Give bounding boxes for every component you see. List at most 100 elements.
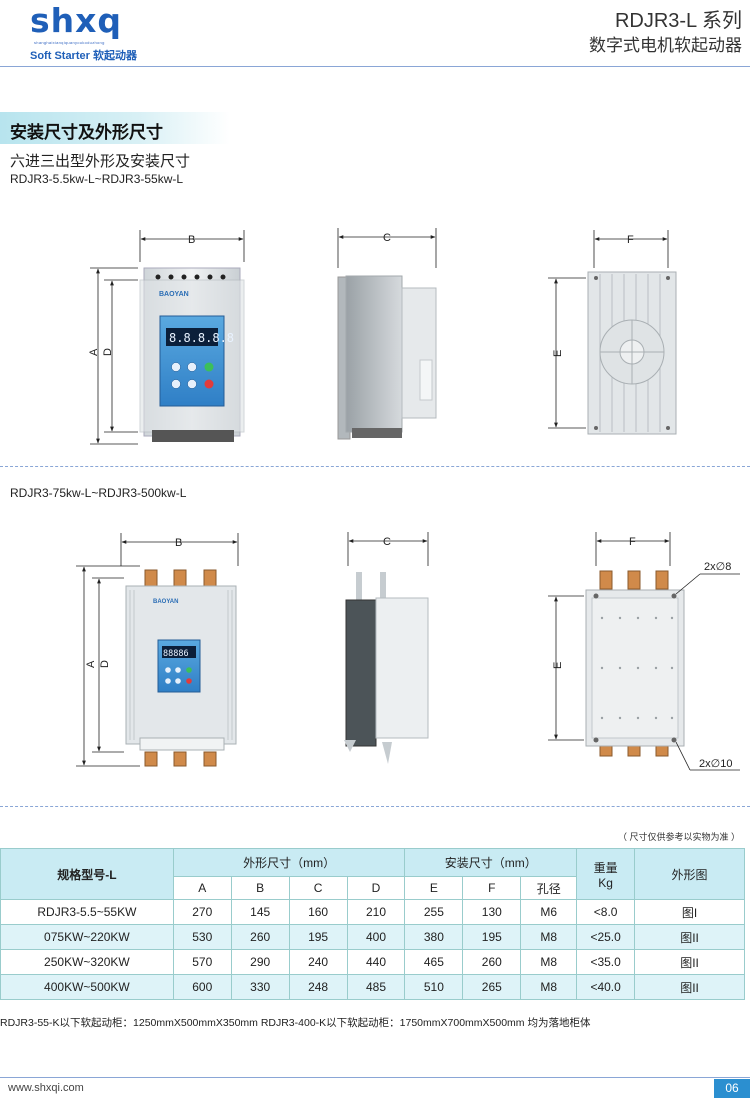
figure2-side-dimensions: [347, 532, 429, 566]
spec-table: 规格型号-L 外形尺寸（mm） 安装尺寸（mm） 重量 Kg 外形图 A B C…: [0, 848, 745, 1000]
dim-B-label-2: B: [175, 537, 182, 549]
dashed-divider-2: [0, 806, 750, 807]
figure2-front-dimensions: [76, 533, 239, 767]
model-range-1: RDJR3-5.5kw-L~RDJR3-55kw-L: [10, 172, 184, 186]
table-row: 250KW~320KW 570 290 240 440 465 260 M8 <…: [0, 949, 745, 975]
col-header-outer: 外形尺寸（mm）: [172, 848, 406, 877]
cell-C: 240: [288, 949, 348, 975]
table-row: RDJR3-5.5~55KW 270 145 160 210 255 130 M…: [0, 899, 745, 925]
cell-A: 600: [172, 974, 232, 1000]
cell-figure: 图I: [634, 899, 745, 925]
cell-D: 485: [346, 974, 406, 1000]
cell-model: RDJR3-5.5~55KW: [0, 899, 174, 925]
col-header-E: E: [404, 876, 464, 900]
header-divider: [0, 66, 750, 67]
brand-label-2: BAOYAN: [153, 599, 178, 605]
dim-D-label-2: D: [99, 660, 111, 668]
figure2-side-view: [344, 572, 429, 764]
cell-E: 380: [404, 924, 464, 950]
logo-small-text: shanghaixianqiquanyoukoduzhong: [34, 40, 105, 45]
weight-unit: Kg: [598, 875, 613, 890]
cell-F: 260: [462, 949, 522, 975]
cell-F: 195: [462, 924, 522, 950]
display-digits: 8.8.8.8.8: [169, 331, 234, 345]
cell-model: 075KW~220KW: [0, 924, 174, 950]
page-header: shxq shanghaixianqiquanyoukoduzhong Soft…: [0, 0, 750, 68]
col-header-install: 安装尺寸（mm）: [404, 848, 578, 877]
brand-label: BAOYAN: [159, 291, 189, 298]
cell-weight: <25.0: [576, 924, 636, 950]
cell-E: 510: [404, 974, 464, 1000]
website-link[interactable]: www.shxqi.com: [8, 1082, 84, 1094]
cell-weight: <8.0: [576, 899, 636, 925]
cell-B: 145: [230, 899, 290, 925]
col-header-B: B: [230, 876, 290, 900]
cell-hole: M6: [520, 899, 578, 925]
dim-C-label-2: C: [383, 536, 391, 548]
section-title: 安装尺寸及外形尺寸: [10, 123, 163, 142]
cabinet-footnote: RDJR3-55-K以下软起动柜：1250mmX500mmX350mm RDJR…: [0, 1017, 591, 1029]
cell-D: 440: [346, 949, 406, 975]
cell-E: 255: [404, 899, 464, 925]
logo-text: shxq: [30, 1, 123, 40]
dim-E-label-1: E: [552, 350, 564, 357]
header-series: RDJR3-L 系列 数字式电机软起动器: [589, 8, 742, 58]
figure1-back-view: [587, 271, 677, 435]
table-row: 075KW~220KW 530 260 195 400 380 195 M8 <…: [0, 924, 745, 950]
cell-model: 400KW~500KW: [0, 974, 174, 1000]
table-note: （ 尺寸仅供参考以实物为准 ）: [617, 832, 740, 842]
dim-A-label-2: A: [85, 660, 97, 668]
cell-F: 265: [462, 974, 522, 1000]
col-header-A: A: [172, 876, 232, 900]
figure1-back-dimensions: [548, 230, 669, 429]
cell-B: 330: [230, 974, 290, 1000]
dim-B-label-1: B: [188, 234, 195, 246]
dimension-drawings: BAOYAN 8.8.8.8.8 B A D C: [76, 228, 740, 771]
page-number: 06: [714, 1079, 750, 1098]
col-header-hole: 孔径: [520, 876, 578, 900]
footer-divider: [0, 1077, 750, 1078]
company-logo: shxq shanghaixianqiquanyoukoduzhong Soft…: [30, 2, 160, 63]
dim-C-label-1: C: [383, 232, 391, 244]
cell-A: 530: [172, 924, 232, 950]
cell-C: 160: [288, 899, 348, 925]
cell-C: 195: [288, 924, 348, 950]
figure2-front-view: BAOYAN 88886: [125, 569, 237, 767]
cell-A: 570: [172, 949, 232, 975]
dim-F-label-1: F: [627, 234, 634, 246]
cell-B: 290: [230, 949, 290, 975]
dashed-divider-1: [0, 466, 750, 467]
cell-hole: M8: [520, 974, 578, 1000]
section-title-bar: [0, 112, 230, 144]
cell-D: 210: [346, 899, 406, 925]
figure2-back-dimensions: [548, 532, 740, 771]
figure1-side-view: [337, 275, 437, 440]
col-header-D: D: [346, 876, 406, 900]
cell-F: 130: [462, 899, 522, 925]
table-row: 400KW~500KW 600 330 248 485 510 265 M8 <…: [0, 974, 745, 1000]
cell-C: 248: [288, 974, 348, 1000]
dim-F-label-2: F: [629, 536, 636, 548]
hole-size-bottom: 2x∅10: [699, 758, 732, 770]
figure1-side-dimensions: [337, 228, 437, 268]
figure1-front-view: BAOYAN 8.8.8.8.8: [139, 267, 245, 442]
series-name: RDJR3-L 系列: [614, 10, 742, 32]
model-range-2: RDJR3-75kw-L~RDJR3-500kw-L: [10, 486, 187, 500]
col-header-F: F: [462, 876, 522, 900]
figure2-back-view: [585, 570, 685, 757]
figure1-front-dimensions: [90, 230, 245, 445]
cell-A: 270: [172, 899, 232, 925]
cell-figure: 图II: [634, 949, 745, 975]
col-header-figure: 外形图: [634, 848, 745, 900]
cell-weight: <40.0: [576, 974, 636, 1000]
cell-hole: M8: [520, 949, 578, 975]
logo-subtitle: Soft Starter 软起动器: [30, 50, 137, 62]
col-header-model: 规格型号-L: [0, 848, 174, 900]
dim-A-label-1: A: [88, 348, 100, 356]
cell-E: 465: [404, 949, 464, 975]
col-header-weight: 重量 Kg: [576, 848, 636, 900]
cell-model: 250KW~320KW: [0, 949, 174, 975]
section-subtitle: 六进三出型外形及安装尺寸: [10, 153, 191, 170]
col-header-C: C: [288, 876, 348, 900]
cell-B: 260: [230, 924, 290, 950]
